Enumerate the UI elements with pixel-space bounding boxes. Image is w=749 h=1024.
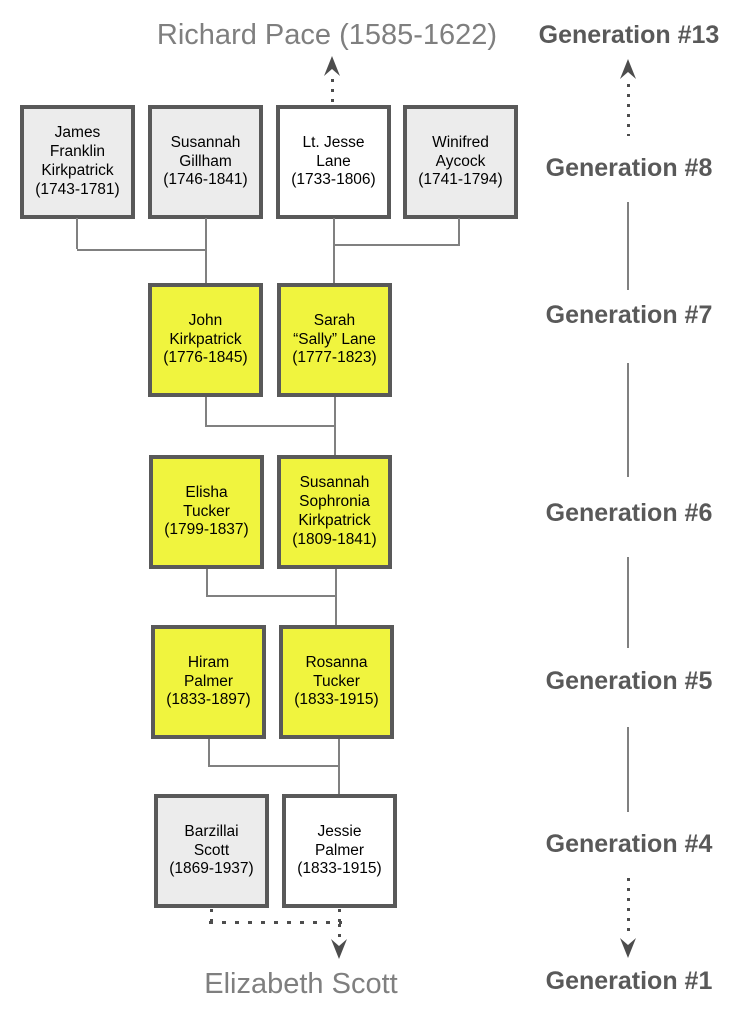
rail-segment <box>627 363 629 477</box>
generation-label-4: Generation #4 <box>545 830 713 858</box>
person-box-jessie-palmer: Jessie Palmer (1833-1915) <box>282 794 397 908</box>
connector-dotted <box>209 921 342 924</box>
person-box-susannah-gillham: Susannah Gillham (1746-1841) <box>148 105 263 219</box>
connector <box>205 425 335 427</box>
arrow-down-icon <box>331 939 347 959</box>
connector <box>205 218 207 283</box>
generation-label-8: Generation #8 <box>545 154 713 182</box>
person-box-elisha-tucker: Elisha Tucker (1799-1837) <box>149 455 264 569</box>
descendant-label: Elizabeth Scott <box>204 968 398 1000</box>
connector-dotted <box>338 924 341 937</box>
arrow-up-icon <box>620 59 636 79</box>
person-box-barzillai-scott: Barzillai Scott (1869-1937) <box>154 794 269 908</box>
rail-dotted-top <box>627 84 630 136</box>
person-box-lt-jesse-lane: Lt. Jesse Lane (1733-1806) <box>276 105 391 219</box>
connector-dotted <box>338 909 341 923</box>
person-box-sarah-sally-lane: Sarah “Sally” Lane (1777-1823) <box>277 283 392 397</box>
rail-segment <box>627 202 629 290</box>
connector <box>208 739 210 765</box>
generation-label-7: Generation #7 <box>545 301 713 329</box>
root-ancestor-label: Richard Pace (1585-1622) <box>156 19 498 51</box>
arrow-down-icon <box>620 938 636 958</box>
connector <box>206 569 208 595</box>
arrow-up-icon <box>324 56 340 76</box>
generation-label-6: Generation #6 <box>545 499 713 527</box>
connector-dotted-top <box>331 79 334 106</box>
connector <box>208 765 339 767</box>
connector <box>458 218 460 244</box>
connector <box>76 218 78 249</box>
connector <box>334 397 336 455</box>
generation-label-1: Generation #1 <box>545 967 713 995</box>
connector <box>77 249 206 251</box>
connector <box>205 397 207 425</box>
connector <box>206 595 337 597</box>
rail-segment <box>627 727 629 812</box>
connector <box>338 739 340 794</box>
connector <box>333 244 460 246</box>
rail-dotted-bottom <box>627 878 630 932</box>
connector-dotted <box>210 909 213 923</box>
connector <box>333 218 335 283</box>
person-box-hiram-palmer: Hiram Palmer (1833-1897) <box>151 625 266 739</box>
person-box-winifred-aycock: Winifred Aycock (1741-1794) <box>403 105 518 219</box>
generation-label-13: Generation #13 <box>538 21 720 49</box>
person-box-rosanna-tucker: Rosanna Tucker (1833-1915) <box>279 625 394 739</box>
rail-segment <box>627 557 629 648</box>
connector <box>335 569 337 625</box>
person-box-john-kirkpatrick: John Kirkpatrick (1776-1845) <box>148 283 263 397</box>
generation-label-5: Generation #5 <box>545 667 713 695</box>
person-box-james-franklin-kirkpatrick: James Franklin Kirkpatrick (1743-1781) <box>20 105 135 219</box>
person-box-susannah-sophronia-kirkpatrick: Susannah Sophronia Kirkpatrick (1809-184… <box>277 455 392 569</box>
